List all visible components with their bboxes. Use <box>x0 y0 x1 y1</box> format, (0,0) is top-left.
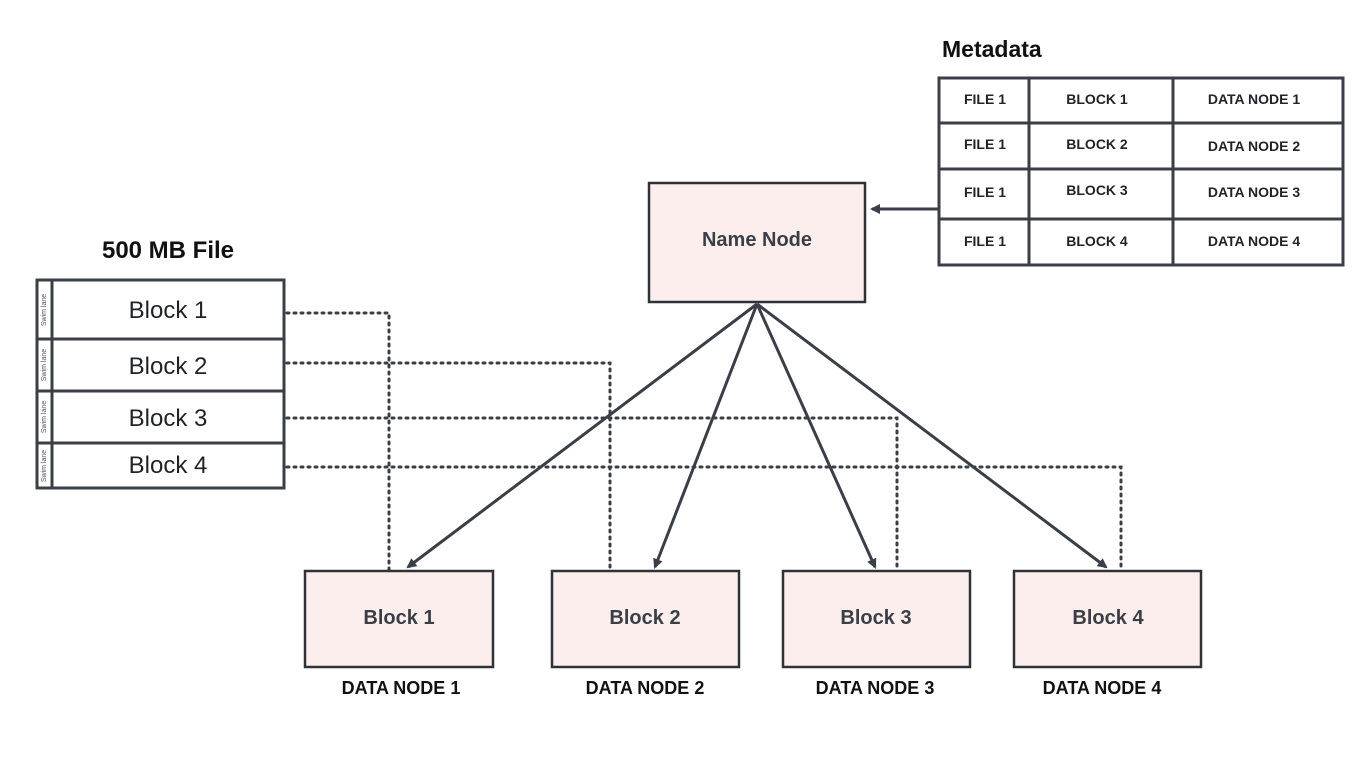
file-block-2: Block 2 <box>129 353 208 380</box>
metadata-table-frame <box>937 76 1345 267</box>
data-node-4-block: Block 4 <box>1072 607 1144 629</box>
block-2-placement-connector <box>285 361 612 572</box>
meta-cell: BLOCK 4 <box>1066 233 1128 249</box>
swim-lane-label: Swim lane <box>41 349 48 381</box>
data-node-3: Block 3 DATA NODE 3 <box>781 569 972 698</box>
meta-cell: DATA NODE 4 <box>1208 233 1301 249</box>
data-node-3-box <box>781 569 972 669</box>
data-node-3-name: DATA NODE 3 <box>816 678 935 698</box>
file-block-1: Block 1 <box>129 297 208 324</box>
block-1-placement-connector <box>285 311 391 572</box>
file-title: 500 MB File <box>102 237 234 264</box>
namenode-to-datanode-4-arrow <box>756 302 1108 569</box>
data-node-1-name: DATA NODE 1 <box>342 678 461 698</box>
data-node-2-name: DATA NODE 2 <box>586 678 705 698</box>
meta-cell: BLOCK 2 <box>1066 136 1128 152</box>
file-block-list: Swim lane Swim lane Swim lane Swim lane … <box>35 278 286 490</box>
namenode-to-datanode-2-arrow <box>653 303 759 569</box>
meta-cell: FILE 1 <box>964 184 1006 200</box>
meta-cell: BLOCK 3 <box>1066 182 1128 198</box>
file-block-3: Block 3 <box>129 405 208 432</box>
swim-lane-label: Swim lane <box>41 401 48 433</box>
block-4-placement-connector <box>285 465 1123 572</box>
metadata-title: Metadata <box>942 36 1042 62</box>
data-node-2-box <box>550 569 741 669</box>
data-node-4: Block 4 DATA NODE 4 <box>1012 569 1203 698</box>
file-block-4: Block 4 <box>129 452 208 479</box>
file-block-list-frame <box>35 278 286 490</box>
block-3-placement-connector <box>285 416 899 572</box>
metadata-table: FILE 1 BLOCK 1 DATA NODE 1 FILE 1 BLOCK … <box>937 76 1345 267</box>
meta-cell: FILE 1 <box>964 136 1006 152</box>
meta-cell: FILE 1 <box>964 91 1006 107</box>
data-node-1-block: Block 1 <box>363 607 434 629</box>
meta-cell: FILE 1 <box>964 233 1006 249</box>
data-node-4-box <box>1012 569 1203 669</box>
meta-cell: DATA NODE 1 <box>1208 91 1301 107</box>
meta-cell: BLOCK 1 <box>1066 91 1128 107</box>
name-node-label: Name Node <box>702 229 812 251</box>
swim-lane-label: Swim lane <box>41 294 48 326</box>
namenode-to-datanode-1-arrow <box>406 302 758 569</box>
namenode-to-datanode-3-arrow <box>755 303 877 569</box>
data-node-2-block: Block 2 <box>609 607 680 629</box>
data-node-1-box <box>303 569 495 669</box>
name-node: Name Node <box>647 181 867 304</box>
data-node-2: Block 2 DATA NODE 2 <box>550 569 741 698</box>
data-node-4-name: DATA NODE 4 <box>1043 678 1162 698</box>
meta-cell: DATA NODE 3 <box>1208 184 1301 200</box>
data-node-1: Block 1 DATA NODE 1 <box>303 569 495 698</box>
name-node-box <box>647 181 867 304</box>
swim-lane-label: Swim lane <box>41 450 48 482</box>
data-node-3-block: Block 3 <box>840 607 911 629</box>
meta-cell: DATA NODE 2 <box>1208 138 1301 154</box>
